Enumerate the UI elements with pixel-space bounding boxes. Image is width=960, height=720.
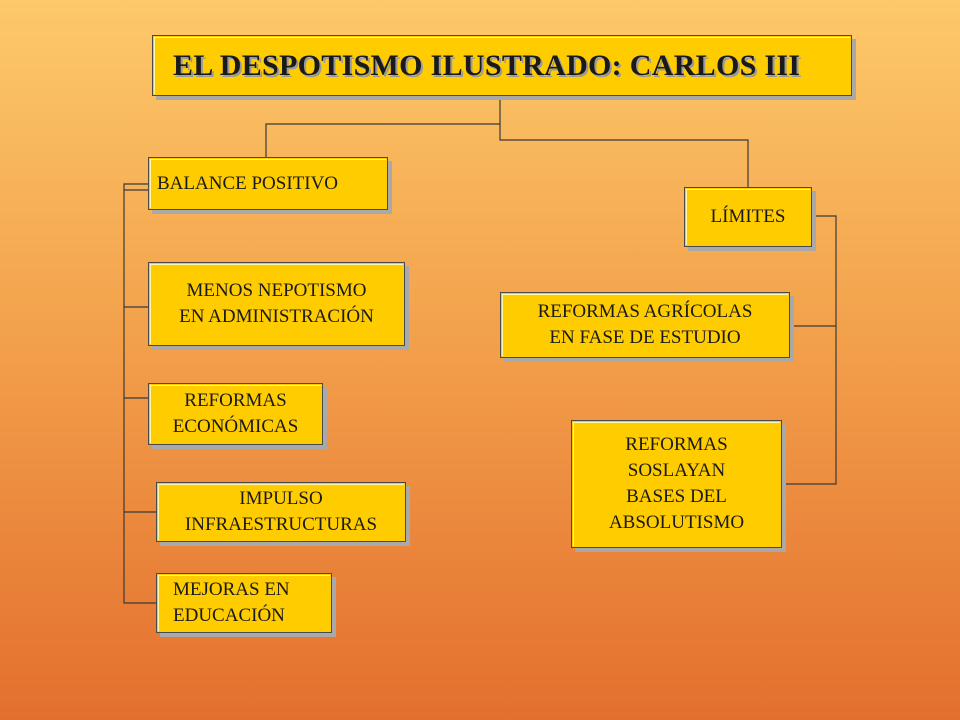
- node-limites: LÍMITES: [684, 187, 812, 247]
- node-balance-positivo: BALANCE POSITIVO: [148, 157, 388, 210]
- node-mejoras-educacion: MEJORAS EN EDUCACIÓN: [156, 573, 332, 633]
- connector-positive-spine: [123, 183, 156, 604]
- connector-limits-spine: [782, 215, 837, 485]
- node-reformas-soslayan: REFORMAS SOSLAYAN BASES DEL ABSOLUTISMO: [571, 420, 782, 548]
- connector-title-branches: [265, 96, 501, 157]
- node-menos-nepotismo: MENOS NEPOTISMO EN ADMINISTRACIÓN: [148, 262, 405, 346]
- connector-title-limits: [499, 124, 749, 187]
- node-impulso-infraestructuras: IMPULSO INFRAESTRUCTURAS: [156, 482, 406, 542]
- page-title: EL DESPOTISMO ILUSTRADO: CARLOS III: [152, 35, 852, 96]
- node-reformas-agricolas: REFORMAS AGRÍCOLAS EN FASE DE ESTUDIO: [500, 292, 790, 358]
- node-reformas-economicas: REFORMAS ECONÓMICAS: [148, 383, 323, 445]
